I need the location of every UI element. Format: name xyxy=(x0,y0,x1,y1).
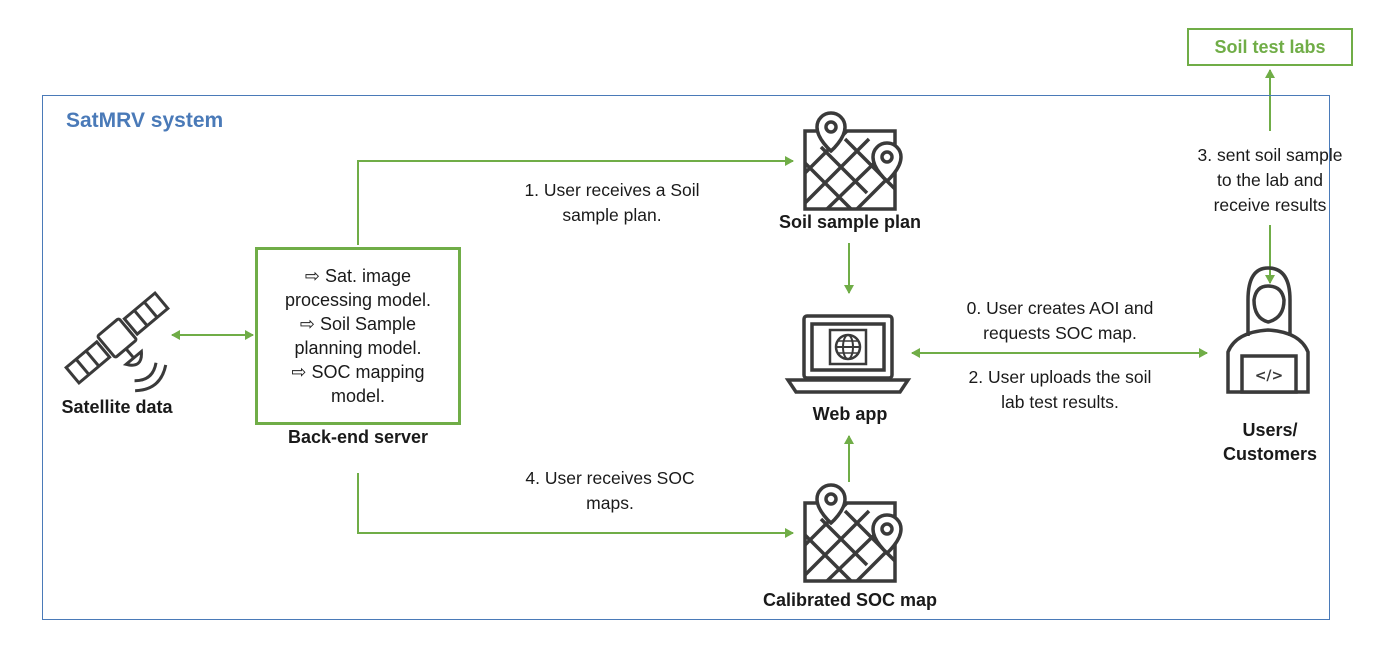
edge-label-4: 4. User receives SOC maps. xyxy=(460,466,760,516)
soil-test-labs-label: Soil test labs xyxy=(1214,36,1326,57)
soil-test-labs-node: Soil test labs xyxy=(1187,28,1353,66)
users-label-line2: Customers xyxy=(1222,444,1318,464)
server-line-5: ⇨ SOC mapping xyxy=(291,362,425,382)
system-title: SatMRV system xyxy=(66,109,224,132)
edge-1-line2: sample plan. xyxy=(562,205,662,225)
back-end-server-node: ⇨ Sat. image processing model. ⇨ Soil Sa… xyxy=(255,247,461,425)
arrow-server-soc-map xyxy=(357,473,794,538)
edge-4-line2: maps. xyxy=(586,493,634,513)
map-pin-icon-soc xyxy=(803,483,903,583)
satmrv-system-frame xyxy=(42,95,1330,620)
satellite-icon xyxy=(64,290,170,393)
edge-label-2: 2. User uploads the soil lab test result… xyxy=(915,365,1205,415)
arrow-server-sample-plan xyxy=(357,156,794,245)
edge-1-line1: 1. User receives a Soil xyxy=(524,180,700,200)
edge-2-line2: lab test results. xyxy=(1001,392,1119,412)
server-line-3: ⇨ Soil Sample xyxy=(299,314,417,334)
server-line-6: model. xyxy=(330,386,386,406)
map-pin-icon xyxy=(803,111,903,211)
laptop-globe-icon xyxy=(784,314,912,394)
edge-4-line1: 4. User receives SOC xyxy=(525,468,695,488)
calibrated-soc-map-label: Calibrated SOC map xyxy=(762,590,938,610)
server-line-1: ⇨ Sat. image xyxy=(304,266,412,286)
back-end-server-label: Back-end server xyxy=(287,427,429,447)
users-label-line1: Users/ xyxy=(1242,420,1298,440)
edge-0-line1: 0. User creates AOI and xyxy=(966,298,1154,318)
edge-3-line3: receive results xyxy=(1213,195,1327,215)
edge-label-1: 1. User receives a Soil sample plan. xyxy=(462,178,762,228)
soil-sample-plan-label: Soil sample plan xyxy=(778,212,922,232)
satellite-data-label: Satellite data xyxy=(61,397,173,417)
server-line-4: planning model. xyxy=(294,338,422,358)
users-customers-label: Users/ Customers xyxy=(1212,418,1328,466)
edge-0-line2: requests SOC map. xyxy=(983,323,1137,343)
web-app-label: Web app xyxy=(812,404,888,424)
server-line-2: processing model. xyxy=(284,290,432,310)
edge-2-line1: 2. User uploads the soil xyxy=(968,367,1152,387)
edge-label-0: 0. User creates AOI and requests SOC map… xyxy=(915,296,1205,346)
edge-3-line1: 3. sent soil sample xyxy=(1197,145,1343,165)
user-coder-icon: </> xyxy=(1226,266,1310,394)
svg-text:</>: </> xyxy=(1255,368,1284,384)
edge-label-3: 3. sent soil sample to the lab and recei… xyxy=(1150,143,1380,218)
edge-3-line2: to the lab and xyxy=(1216,170,1324,190)
